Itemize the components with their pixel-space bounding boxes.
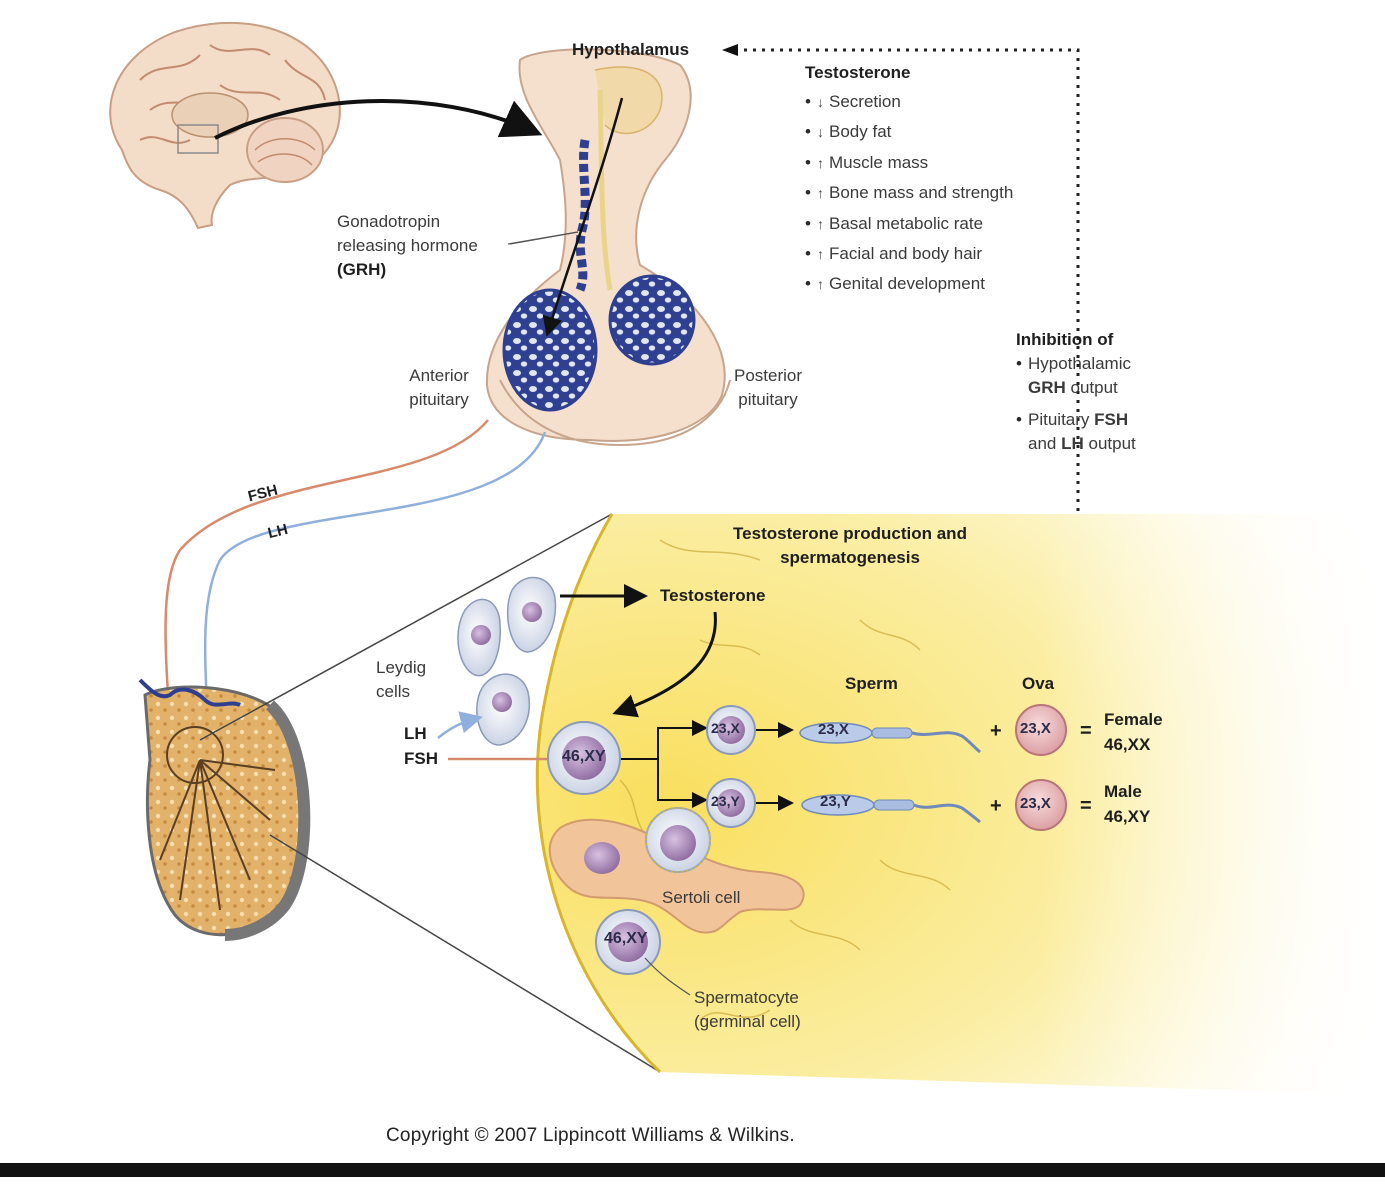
cell-developing: [645, 807, 711, 873]
lh-input-arrow: [437, 711, 483, 739]
plus-sign-top: +: [990, 720, 1002, 742]
testosterone-effect-text: Body fat: [829, 122, 892, 142]
equals-sign-bottom: =: [1080, 795, 1092, 817]
arrow-up-icon: ↑: [817, 185, 824, 202]
bullet-icon: •: [805, 152, 811, 172]
testosterone-effect-text: Bone mass and strength: [829, 183, 1014, 203]
cell-spermatocyte: [595, 909, 661, 975]
testosterone-effect-text: Muscle mass: [829, 152, 929, 172]
bullet-icon: •: [805, 92, 811, 111]
testosterone-effect-text: Basal metabolic rate: [829, 213, 984, 233]
testosterone-effect-text: Secretion: [829, 92, 901, 111]
bullet-icon: •: [805, 122, 811, 142]
fsh-input-label: FSH: [404, 749, 438, 768]
inhibition-item-1a: •Hypothalamic: [1016, 354, 1131, 373]
sperm-x: [799, 722, 981, 754]
grh-label-line1: Gonadotropin: [337, 212, 441, 231]
female-karyotype-label: 46,XX: [1104, 735, 1151, 754]
arrow-up-icon: ↑: [817, 276, 824, 293]
male-karyotype-label: 46,XY: [1104, 807, 1151, 826]
inhibition-item-1b: GRH output: [1028, 378, 1118, 397]
testosterone-effect-item: • ↑ Facial and body hair: [805, 239, 1013, 269]
meiosis-branch: [617, 727, 700, 801]
zoom-arrow: [214, 99, 543, 140]
pituitary-illustration: [485, 48, 731, 447]
cell-23x: [706, 705, 756, 755]
bullet-icon: •: [805, 213, 811, 233]
ova-label: Ova: [1022, 674, 1055, 693]
sertoli-cell-label: Sertoli cell: [662, 888, 741, 907]
posterior-pituitary-line2: pituitary: [738, 390, 798, 409]
testis-illustration: [138, 678, 311, 941]
bullet-icon: •: [805, 244, 811, 264]
testosterone-effect-text: Genital development: [829, 274, 985, 294]
female-sex-label: Female: [1104, 710, 1163, 729]
anterior-pituitary-line2: pituitary: [409, 390, 469, 409]
arrow-up-icon: ↑: [817, 154, 824, 171]
lh-input-label: LH: [404, 724, 427, 743]
arrow-down-icon: ↓: [817, 94, 824, 110]
leydig-label-line2: cells: [376, 682, 411, 701]
ovum-bottom: [1015, 779, 1067, 831]
grh-label-line2: releasing hormone: [337, 236, 478, 255]
leydig-label-line1: Leydig: [376, 658, 427, 677]
sperm-y: [801, 794, 981, 824]
sperm-y-label: 23,Y: [820, 793, 851, 810]
ovum-bottom-label: 23,X: [1020, 795, 1051, 812]
testosterone-effect-text: Facial and body hair: [829, 244, 983, 264]
testosterone-effect-item: • ↓ Secretion: [805, 87, 1013, 117]
lh-pathway: [195, 431, 547, 730]
copyright-notice: Copyright © 2007 Lippincott Williams & W…: [386, 1125, 795, 1146]
testosterone-effects-title: Testosterone: [805, 63, 911, 82]
sperm-label: Sperm: [845, 674, 898, 693]
feedback-arrowhead: [722, 44, 738, 56]
bullet-icon: •: [805, 274, 811, 294]
brain-illustration: [109, 21, 341, 230]
testosterone-effect-item: • ↑ Basal metabolic rate: [805, 209, 1013, 239]
inhibition-item-2b: and LH output: [1028, 434, 1136, 453]
testosterone-effect-item: • ↑ Genital development: [805, 269, 1013, 299]
arrow-down-icon: ↓: [817, 124, 824, 141]
bullet-icon: •: [805, 183, 811, 203]
cell-23y-label: 23,Y: [711, 793, 740, 809]
arrow-up-icon: ↑: [817, 215, 824, 232]
arrow-up-icon: ↑: [817, 246, 824, 263]
spermatocyte-label-line1: Spermatocyte: [694, 988, 799, 1007]
posterior-pituitary-line1: Posterior: [733, 366, 803, 385]
inhibition-item-2a: •Pituitary FSH: [1016, 410, 1129, 429]
grh-label-line3: (GRH): [337, 260, 387, 279]
cell-23x-label: 23,X: [711, 720, 740, 736]
spermatocyte-label-line2: (germinal cell): [694, 1012, 801, 1031]
testosterone-to-cell-arrow: [612, 611, 717, 718]
ovum-top: [1015, 704, 1067, 756]
cell-46xy-primary: [547, 721, 621, 795]
footer-rule: [0, 1163, 1385, 1177]
cell-46xy-label: 46,XY: [562, 748, 606, 765]
production-title-line1: Testosterone production and: [733, 524, 967, 543]
fsh-pathway: [157, 419, 489, 730]
production-title-line2: spermatogenesis: [780, 548, 920, 567]
equals-sign-top: =: [1080, 720, 1092, 742]
magnified-tubule: [535, 513, 1385, 1099]
testosterone-arrow-label: Testosterone: [660, 586, 766, 605]
testosterone-effect-item: • ↑ Bone mass and strength: [805, 178, 1013, 208]
leydig-cells: [457, 576, 557, 746]
sperm-x-label: 23,X: [818, 721, 849, 738]
hypothalamus-label: Hypothalamus: [572, 40, 690, 59]
cell-23y: [706, 778, 756, 828]
testosterone-effects-list: • ↓ Secretion • ↓ Body fat • ↑ Muscle mass • ↑ Bone…: [805, 87, 1013, 300]
zoom-lines: [199, 513, 661, 1073]
spermatocyte-cell-label: 46,XY: [604, 930, 648, 947]
inhibition-title: Inhibition of: [1016, 330, 1114, 349]
anterior-pituitary-line1: Anterior: [409, 366, 469, 385]
male-sex-label: Male: [1104, 782, 1142, 801]
testosterone-effect-item: • ↓ Body fat: [805, 117, 1013, 147]
ovum-top-label: 23,X: [1020, 720, 1051, 737]
testosterone-effect-item: • ↑ Muscle mass: [805, 148, 1013, 178]
plus-sign-bottom: +: [990, 795, 1002, 817]
